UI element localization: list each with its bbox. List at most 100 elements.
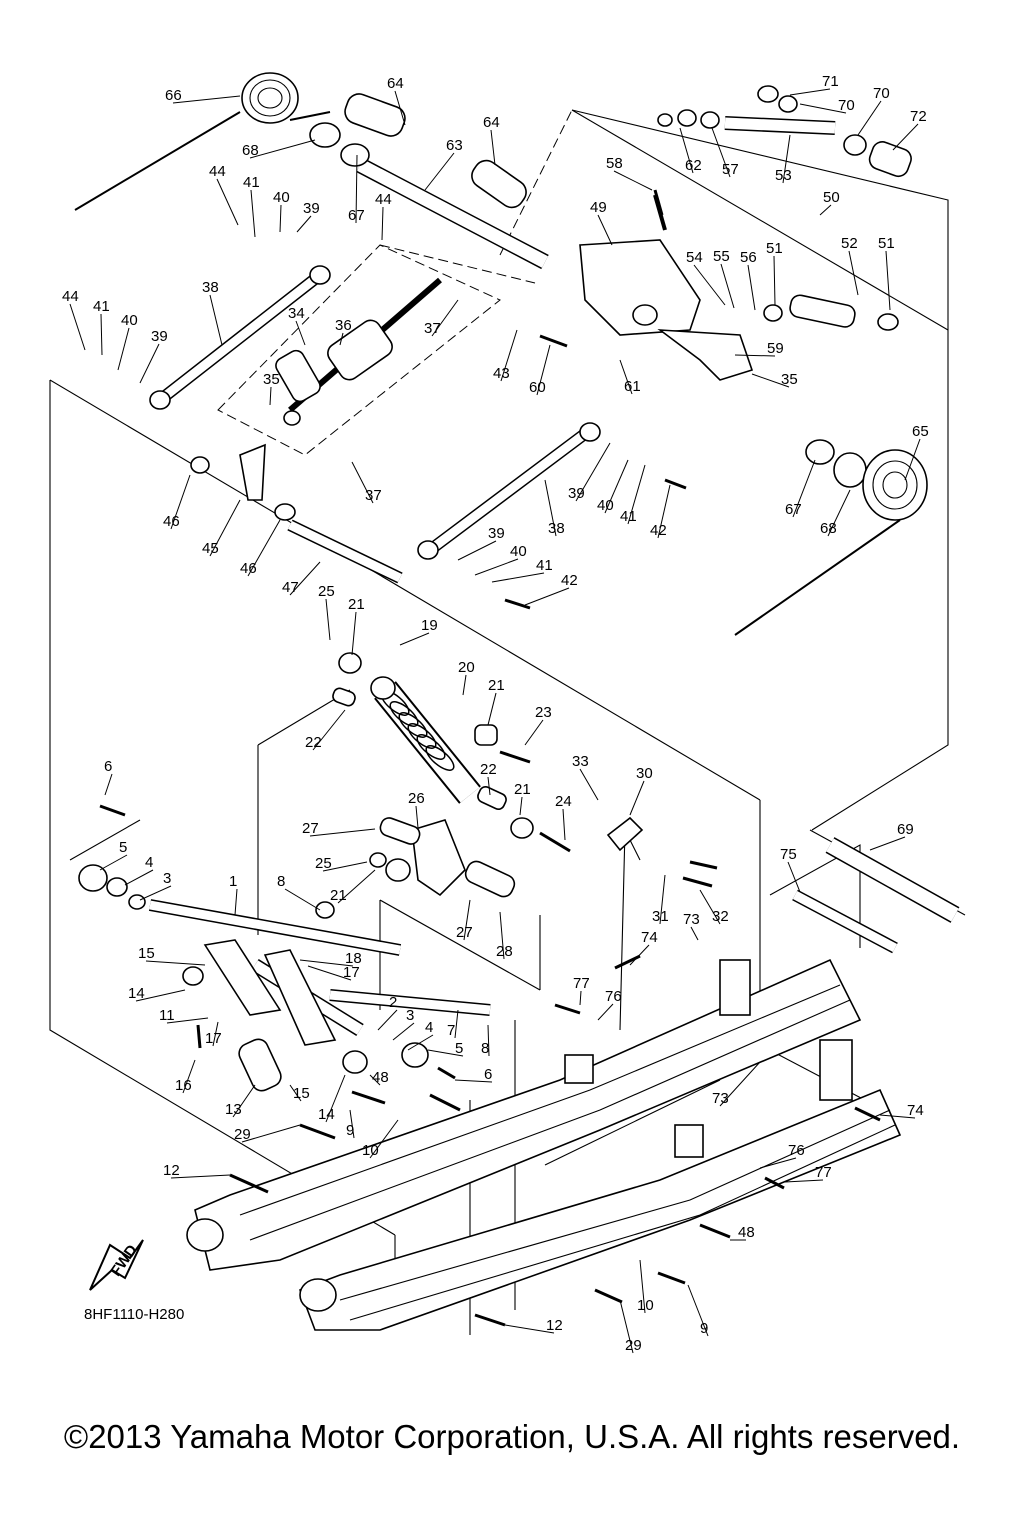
leader-line [312,709,346,751]
callout-67: 67 [785,501,802,518]
leader-line [579,768,599,801]
callout-61: 61 [624,378,641,395]
leader-line [719,1061,761,1107]
callout-71: 71 [822,73,839,90]
leader-line [751,373,790,388]
callout-32: 32 [712,908,729,925]
callout-56: 56 [740,249,757,266]
callout-39: 39 [488,525,505,542]
leader-line [519,796,523,816]
leader-line [827,489,851,537]
leader-line [773,255,776,306]
leader-line [848,250,859,296]
leader-line [339,332,344,346]
leader-line [597,214,613,246]
callout-44: 44 [209,163,226,180]
leader-line [463,899,471,941]
callout-43: 43 [493,365,510,382]
leader-line [250,189,256,238]
leader-line [279,204,282,233]
callout-19: 19 [421,617,438,634]
leader-line [381,206,384,241]
callout-17: 17 [343,964,360,981]
leader-line [613,170,653,191]
fwd-arrow-icon: FWD [89,1239,144,1291]
callout-66: 66 [165,87,182,104]
leader-line [289,1084,302,1102]
leader-line [170,1174,231,1179]
leader-line [325,598,331,641]
callout-6: 6 [484,1066,492,1083]
leader-line [699,889,721,925]
upper-shafts [309,85,912,488]
leader-line [491,572,545,583]
callout-38: 38 [202,279,219,296]
torsion-springs [74,72,928,636]
callout-41: 41 [536,557,553,574]
callout-52: 52 [841,235,858,252]
callout-46: 46 [240,560,257,577]
callout-8: 8 [277,873,285,890]
callout-51: 51 [878,235,895,252]
callout-14: 14 [128,985,145,1002]
callout-10: 10 [637,1297,654,1314]
callout-38: 38 [548,520,565,537]
callout-41: 41 [93,298,110,315]
callout-6: 6 [104,758,112,775]
callout-21: 21 [348,596,365,613]
leader-line [799,103,847,114]
callout-35: 35 [781,371,798,388]
leader-line [166,1017,209,1024]
leader-line [427,1049,464,1057]
leader-line [117,327,130,371]
callout-67: 67 [348,207,365,224]
leader-line [869,836,906,851]
leader-line [693,264,726,306]
callout-5: 5 [455,1040,463,1057]
leader-line [734,354,776,357]
leader-line [424,152,455,191]
leader-line [351,461,374,504]
leader-line [454,1079,493,1083]
leader-line [619,1299,634,1354]
callout-41: 41 [620,508,637,525]
callout-40: 40 [597,497,614,514]
control-rods [149,265,601,560]
callout-47: 47 [282,579,299,596]
callout-65: 65 [912,423,929,440]
callout-77: 77 [573,975,590,992]
callout-17: 17 [205,1030,222,1047]
callout-39: 39 [568,485,585,502]
callout-27: 27 [302,820,319,837]
callout-15: 15 [293,1085,310,1102]
callout-69: 69 [897,821,914,838]
leader-line [687,1284,709,1337]
callout-40: 40 [510,543,527,560]
callout-29: 29 [625,1337,642,1354]
leader-line [139,343,160,384]
callout-4: 4 [145,854,153,871]
leader-line [170,474,191,530]
leader-line [431,299,459,337]
leader-line [597,1003,614,1021]
callout-64: 64 [483,114,500,131]
callout-22: 22 [305,734,322,751]
leader-line [544,479,557,537]
callout-70: 70 [873,85,890,102]
callout-21: 21 [514,781,531,798]
leader-line [500,329,518,382]
callout-73: 73 [683,911,700,928]
callout-29: 29 [234,1126,251,1143]
callout-3: 3 [163,870,171,887]
leader-line [490,129,496,166]
callout-2: 2 [389,994,397,1011]
leader-line [759,1157,797,1169]
callout-76: 76 [788,1142,805,1159]
callout-36: 36 [335,317,352,334]
rear-shafts [792,837,960,954]
leader-line [289,561,321,596]
callout-28: 28 [496,943,513,960]
leader-line [399,632,430,646]
callout-12: 12 [546,1317,563,1334]
callout-57: 57 [722,161,739,178]
